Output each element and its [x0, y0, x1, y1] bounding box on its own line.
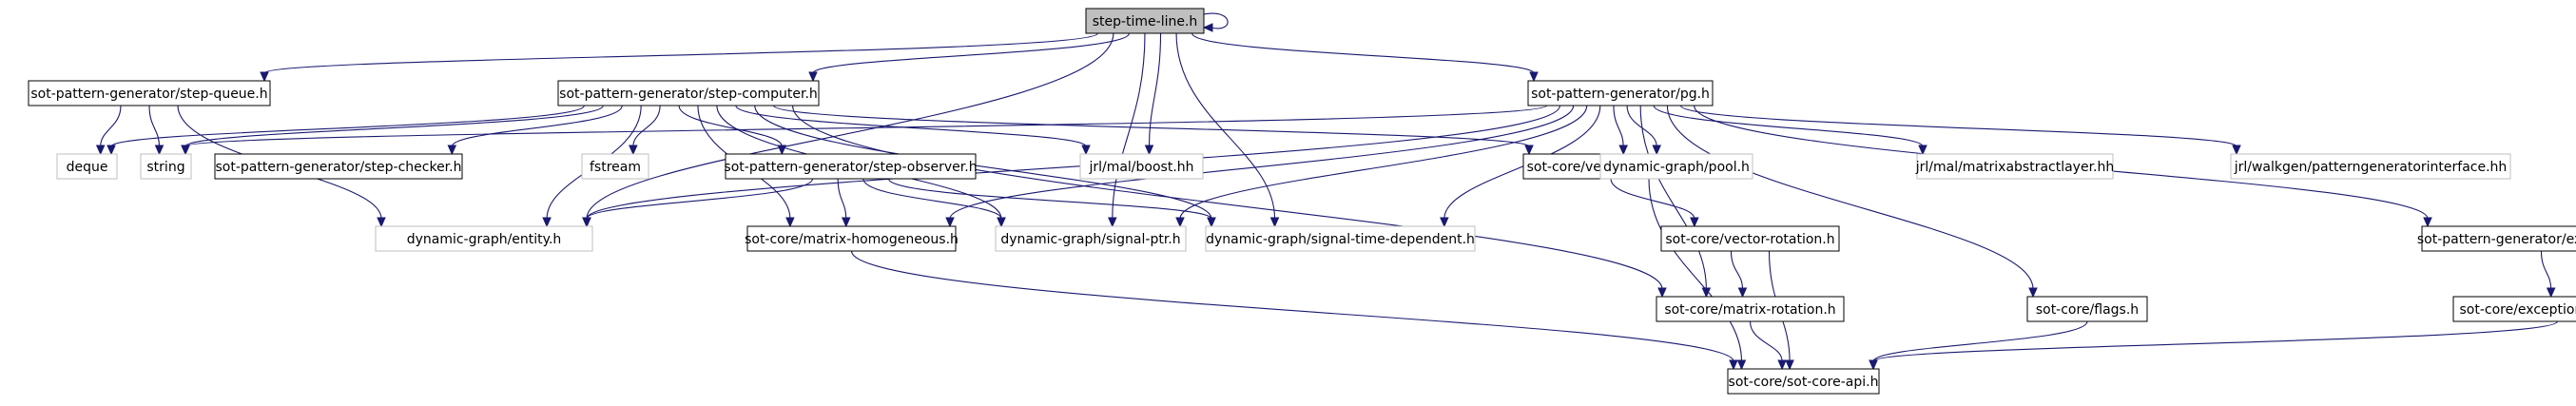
node-label: sot-core/matrix-homogeneous.h — [745, 232, 959, 247]
edge-pg-to-string — [181, 105, 1547, 156]
edge-pg-to-vrpy — [1613, 105, 1628, 156]
node-label: dynamic-graph/signal-time-dependent.h — [1206, 232, 1475, 247]
node-sigptr[interactable]: dynamic-graph/signal-ptr.h — [995, 225, 1187, 252]
node-sq[interactable]: sot-pattern-generator/step-queue.h — [28, 80, 271, 106]
edge-pg-to-flags — [1666, 105, 2038, 299]
node-label: jrl/mal/matrixabstractlayer.hh — [1915, 160, 2115, 175]
node-label: sot-pattern-generator/step-queue.h — [30, 87, 267, 102]
edge-pg-to-sigptr — [1175, 105, 1588, 228]
node-flags[interactable]: sot-core/flags.h — [2026, 296, 2148, 322]
edge-observer-to-sigptr — [862, 178, 1006, 228]
edge-sc-to-fstream — [629, 105, 661, 156]
edge-sc-to-vrpy — [773, 105, 1534, 156]
edge-sc-to-checker — [447, 105, 623, 156]
node-label: sot-pattern-generator/exception-pg.h — [2417, 232, 2576, 247]
edge-vrpy-to-vrot — [1610, 178, 1699, 228]
edges-layer — [95, 12, 2559, 371]
node-vrot[interactable]: sot-core/vector-rotation.h — [1660, 225, 1840, 252]
edge-pg-to-mh — [945, 105, 1575, 228]
node-root[interactable]: step-time-line.h — [1085, 8, 1205, 34]
edge-sq-to-deque — [95, 105, 122, 156]
edge-root-to-root — [1202, 12, 1229, 32]
edge-root-to-sigptr — [1108, 32, 1146, 228]
node-boost[interactable]: jrl/mal/boost.hh — [1079, 153, 1204, 180]
edge-root-to-entity — [582, 32, 1114, 228]
node-walkgen[interactable]: jrl/walkgen/patterngeneratorinterface.hh — [2230, 153, 2511, 180]
node-label: sot-core/sot-core-api.h — [1729, 375, 1879, 390]
node-label: sot-pattern-generator/step-observer.h — [724, 160, 977, 175]
node-label: sot-core/exception-abstract.h — [2459, 302, 2576, 318]
edge-observer-to-mh — [837, 178, 851, 228]
node-mrot[interactable]: sot-core/matrix-rotation.h — [1656, 296, 1845, 322]
edge-sc-to-mrot — [792, 105, 1667, 299]
node-label: dynamic-graph/signal-ptr.h — [1000, 232, 1180, 247]
nodes-layer: step-time-line.h sot-pattern-generator/st… — [28, 8, 2576, 395]
node-label: jrl/mal/boost.hh — [1088, 160, 1193, 175]
edge-pg-to-sigtd — [1440, 105, 1601, 228]
edge-pg-to-mal — [1653, 105, 1927, 156]
edge-excpg-to-excabs — [2540, 250, 2556, 299]
edge-sc-to-string — [181, 105, 604, 156]
node-label: step-time-line.h — [1093, 14, 1198, 29]
edge-sc-to-boost — [735, 105, 1091, 156]
node-checker[interactable]: sot-pattern-generator/step-checker.h — [214, 153, 463, 180]
edge-root-to-sq — [260, 32, 1098, 83]
node-sc[interactable]: sot-pattern-generator/step-computer.h — [557, 80, 820, 106]
node-excpg[interactable]: sot-pattern-generator/exception-pg.h — [2417, 225, 2576, 252]
edge-root-to-sigtd — [1175, 32, 1280, 228]
edge-observer-to-entity — [582, 178, 814, 228]
node-label: jrl/walkgen/patterngeneratorinterface.hh — [2234, 160, 2508, 175]
edge-excabs-to-api — [1869, 320, 2559, 371]
node-label: sot-core/flags.h — [2036, 302, 2139, 318]
node-pool[interactable]: dynamic-graph/pool.h — [1599, 153, 1753, 180]
edge-sc-to-deque — [107, 105, 585, 156]
node-fstream[interactable]: fstream — [581, 153, 649, 180]
edge-pg-to-pool — [1626, 105, 1661, 156]
node-label: sot-core/vector-rotation.h — [1665, 232, 1834, 247]
node-string[interactable]: string — [140, 153, 192, 180]
edge-pg-to-walkgen — [1679, 105, 2241, 156]
node-excabs[interactable]: sot-core/exception-abstract.h — [2452, 296, 2576, 322]
node-label: dynamic-graph/entity.h — [407, 232, 562, 247]
node-label: dynamic-graph/pool.h — [1603, 160, 1750, 175]
edge-mh-to-api — [850, 250, 1738, 371]
edge-sq-to-string — [148, 105, 165, 156]
edge-root-to-pg — [1191, 32, 1539, 83]
node-sigtd[interactable]: dynamic-graph/signal-time-dependent.h — [1205, 225, 1476, 252]
edge-vrot-to-mrot — [1730, 250, 1748, 299]
node-label: string — [146, 160, 184, 175]
node-label: sot-pattern-generator/step-checker.h — [216, 160, 462, 175]
node-api[interactable]: sot-core/sot-core-api.h — [1727, 368, 1880, 395]
node-mal[interactable]: jrl/mal/matrixabstractlayer.hh — [1915, 153, 2115, 180]
node-pg[interactable]: sot-pattern-generator/pg.h — [1527, 80, 1714, 106]
node-observer[interactable]: sot-pattern-generator/step-observer.h — [724, 153, 978, 180]
node-deque[interactable]: deque — [56, 153, 118, 180]
edge-root-to-boost — [1144, 32, 1162, 156]
edge-vrpy-to-api — [1648, 178, 1747, 371]
edge-root-to-sc — [808, 32, 1131, 83]
edge-mrot-to-api — [1749, 320, 1787, 371]
node-mh[interactable]: sot-core/matrix-homogeneous.h — [745, 225, 959, 252]
node-label: sot-core/matrix-rotation.h — [1664, 302, 1835, 318]
node-entity[interactable]: dynamic-graph/entity.h — [375, 225, 593, 252]
node-label: fstream — [590, 160, 641, 175]
node-label: deque — [67, 160, 108, 175]
edge-observer-to-sigtd — [887, 178, 1216, 228]
node-label: sot-pattern-generator/pg.h — [1531, 87, 1710, 102]
node-label: sot-pattern-generator/step-computer.h — [559, 87, 818, 102]
edge-flags-to-api — [1869, 320, 2088, 371]
